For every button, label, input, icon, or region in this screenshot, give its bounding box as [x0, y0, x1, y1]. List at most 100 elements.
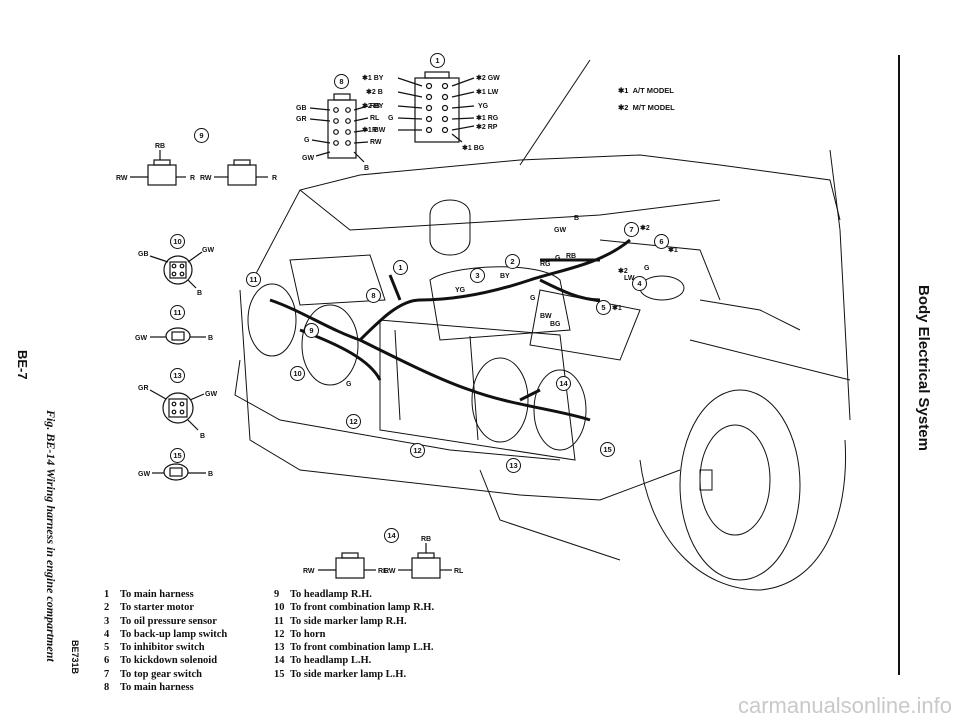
c15-wire-left: GW [138, 471, 150, 478]
car-star-2b: ✱2 [618, 267, 628, 275]
c14-wire-b-left: RW [384, 568, 396, 575]
car-callout-4: 4 [632, 276, 647, 291]
c14-wire-a-left: RW [303, 568, 315, 575]
c1-wire-r6: ✱1 BG [462, 144, 485, 152]
car-wire-g: G [555, 255, 561, 262]
c1-wire-l1: ✱1 BY [362, 74, 384, 82]
car-callout-7: 7 [624, 222, 639, 237]
car-star-2: ✱2 [640, 224, 650, 232]
watermark: carmanualsonline.info [737, 693, 952, 718]
car-callout-13: 13 [506, 458, 521, 473]
connector-8-drawing [309, 93, 369, 163]
c10-wire-left: GB [138, 251, 149, 258]
c10-wire-right: GW [202, 247, 214, 254]
car-callout-9: 9 [304, 323, 319, 338]
c1-wire-l4: G [388, 115, 394, 122]
callout-11: 11 [170, 305, 185, 320]
c13-wire-right: GW [205, 391, 217, 398]
callout-8: 8 [334, 74, 349, 89]
car-wire-gw: GW [554, 227, 566, 234]
car-wire-g2: G [644, 265, 650, 272]
c1-wire-l3: ✱2 BY [362, 102, 384, 110]
wiring-diagram: ✱1 BY ✱2 B ✱2 BY G ✱1 BW ✱2 GW ✱1 LW YG … [116, 59, 851, 591]
harness [269, 238, 631, 422]
c1-wire-l2: ✱2 B [366, 88, 383, 96]
car-wire-b: B [574, 215, 579, 222]
car-star-1b: ✱1 [612, 304, 622, 312]
callout-9: 9 [194, 128, 209, 143]
connector-15-drawing [152, 463, 206, 481]
car-wire-lw: LW [624, 275, 635, 282]
car-callout-14: 14 [556, 376, 571, 391]
c9-wire-a-right: R [190, 175, 195, 182]
c8-wire-r2: RL [370, 115, 380, 122]
c14-wire-b-right: RL [454, 568, 464, 575]
c1-wire-l5: ✱1 BW [362, 126, 386, 134]
car-wire-g3: G [530, 295, 536, 302]
car-callout-2: 2 [505, 254, 520, 269]
c14-wire-a-right: RL [378, 568, 388, 575]
callout-1: 1 [430, 53, 445, 68]
car-wire-g4: G [346, 381, 352, 388]
c13-wire-bottom: B [200, 433, 205, 440]
c8-wire-l2: GR [296, 116, 307, 123]
c9-wire-b-right: R [272, 175, 277, 182]
callout-13: 13 [170, 368, 185, 383]
car-wire-yg: YG [455, 287, 466, 294]
c9-wire-b-left: RW [200, 175, 212, 182]
c14-wire-top: RB [421, 536, 431, 543]
right-rule [898, 55, 900, 675]
car-callout-10: 10 [290, 366, 305, 381]
callout-14: 14 [384, 528, 399, 543]
c11-wire-right: B [208, 335, 213, 342]
car-body [234, 59, 851, 591]
c10-wire-bottom: B [197, 290, 202, 297]
car-callout-5: 5 [596, 300, 611, 315]
connector-13-drawing [149, 389, 205, 431]
c8-wire-r4: RW [370, 139, 382, 146]
car-wire-rb: RB [566, 253, 576, 260]
car-callout-12b: 12 [410, 443, 425, 458]
c9-wire-top: RB [155, 143, 165, 150]
car-callout-8: 8 [366, 288, 381, 303]
car-wire-bg: BG [550, 321, 561, 328]
c8-wire-l4: GW [302, 155, 314, 162]
section-title: Body Electrical System [915, 285, 932, 451]
c8-wire-r3: R [372, 127, 377, 134]
connector-9-drawing [130, 150, 268, 186]
car-wire-by: BY [500, 273, 510, 280]
c13-wire-left: GR [138, 385, 149, 392]
c1-wire-r2: ✱1 LW [476, 88, 499, 96]
callout-15: 15 [170, 448, 185, 463]
connector-10-drawing [149, 251, 203, 289]
car-wire-rg: RG [540, 261, 551, 268]
c8-wire-r5: B [364, 165, 369, 172]
model-note-mt: ✱2 M/T MODEL [618, 103, 675, 112]
c8-wire-r1: RB [370, 103, 380, 110]
connector-1-drawing [397, 71, 475, 143]
connector-11-drawing [150, 327, 206, 345]
c1-wire-r3: YG [478, 103, 489, 110]
car-callout-15: 15 [600, 442, 615, 457]
car-callout-11: 11 [246, 272, 261, 287]
car-star-1: ✱1 [668, 246, 678, 254]
car-callout-6: 6 [654, 234, 669, 249]
c8-wire-l1: GB [296, 105, 307, 112]
c11-wire-left: GW [135, 335, 147, 342]
c1-wire-r4: ✱1 RG [476, 114, 499, 122]
c9-wire-a-left: RW [116, 175, 128, 182]
